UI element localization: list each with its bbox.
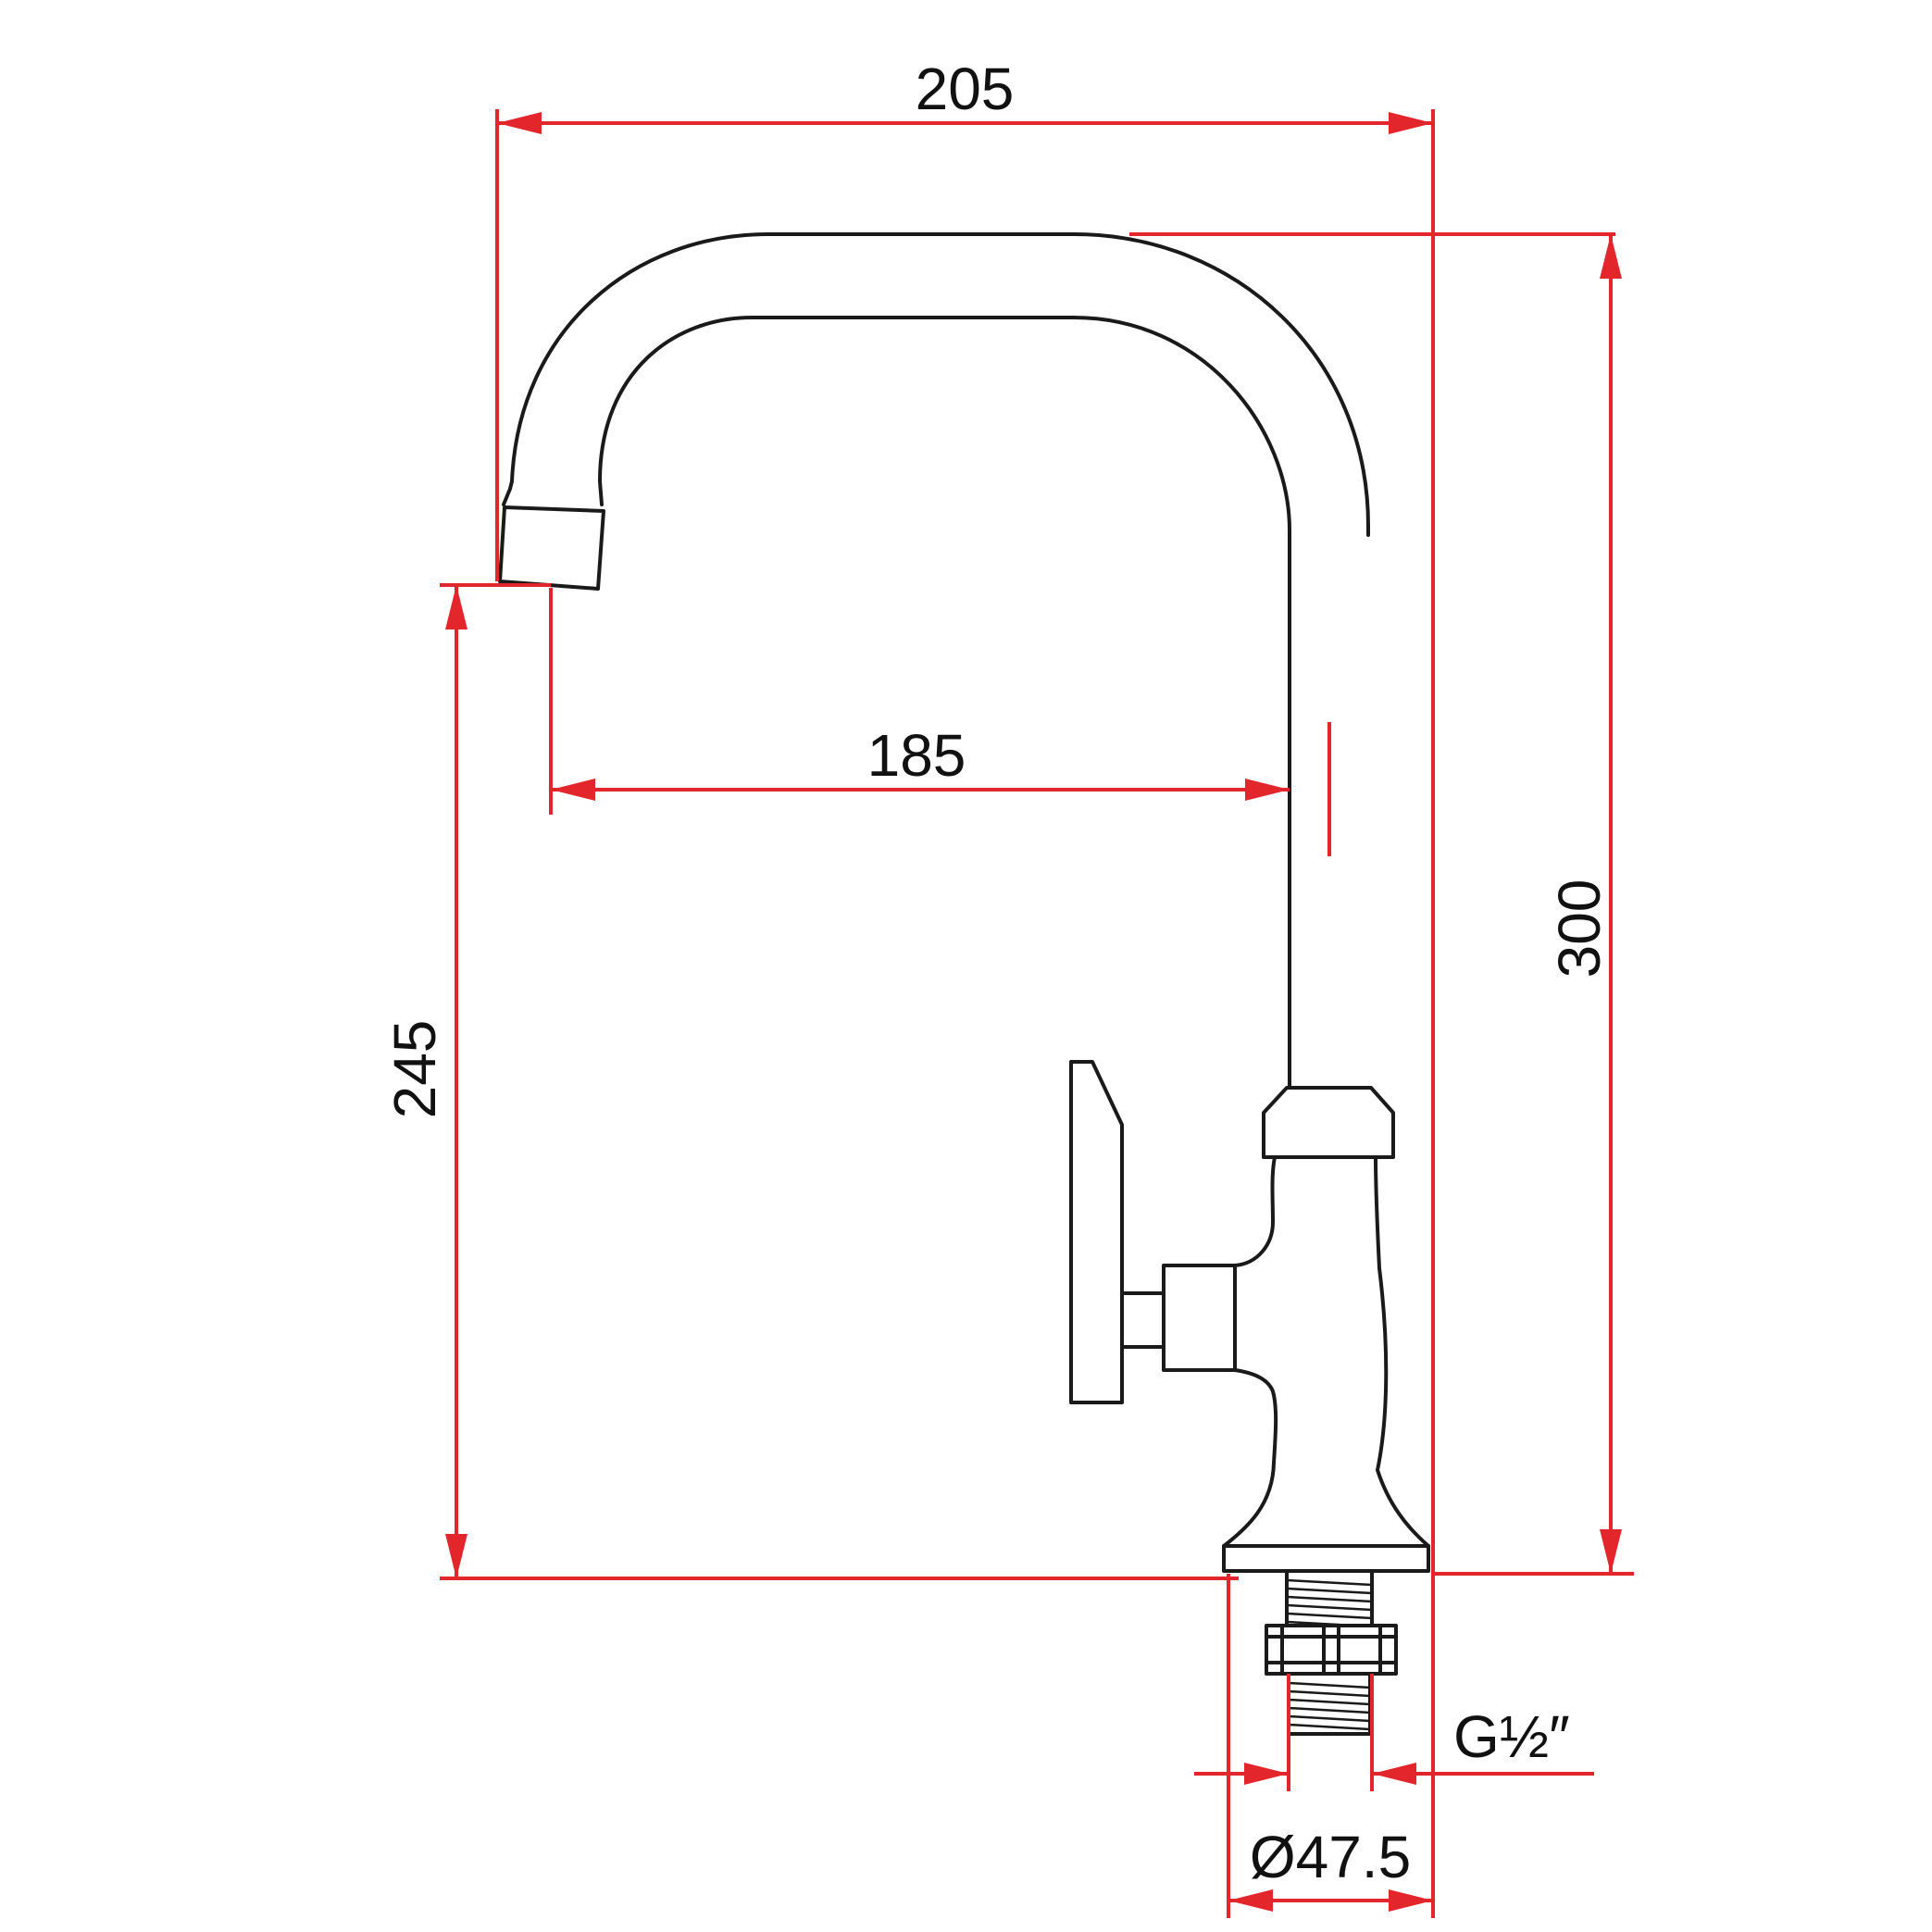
spout-inner-edge <box>598 316 1291 1090</box>
lock-nut <box>1265 1624 1398 1676</box>
spout-reach-label: 185 <box>867 722 966 789</box>
overall-reach-label: 205 <box>916 56 1015 122</box>
dimension-spout-height: 245 <box>381 583 1239 1580</box>
dimension-overall-height: 300 <box>1129 232 1634 1576</box>
dimension-spout-reach: 185 <box>549 588 1331 856</box>
spout-outer-edge <box>502 232 1370 537</box>
dimension-overall-reach: 205 <box>495 56 1435 1918</box>
lower-thread <box>1287 1672 1372 1736</box>
overall-height-label: 300 <box>1546 879 1613 978</box>
handle-stem <box>1120 1291 1165 1349</box>
base-plate <box>1222 1544 1430 1573</box>
dimension-thread: G½″ <box>1194 1674 1594 1791</box>
dimension-base-diameter: Ø47.5 <box>1227 1574 1433 1918</box>
thread-label: G½″ <box>1453 1703 1570 1770</box>
base-diameter-label: Ø47.5 <box>1250 1824 1411 1890</box>
valve-body <box>1222 1155 1430 1548</box>
handle-hub <box>1162 1264 1237 1372</box>
lever-handle <box>1069 1060 1124 1404</box>
spout-height-label: 245 <box>381 1020 448 1119</box>
hex-collar <box>1262 1086 1395 1159</box>
faucet-outline <box>498 232 1430 1736</box>
aerator-nozzle <box>498 505 605 591</box>
